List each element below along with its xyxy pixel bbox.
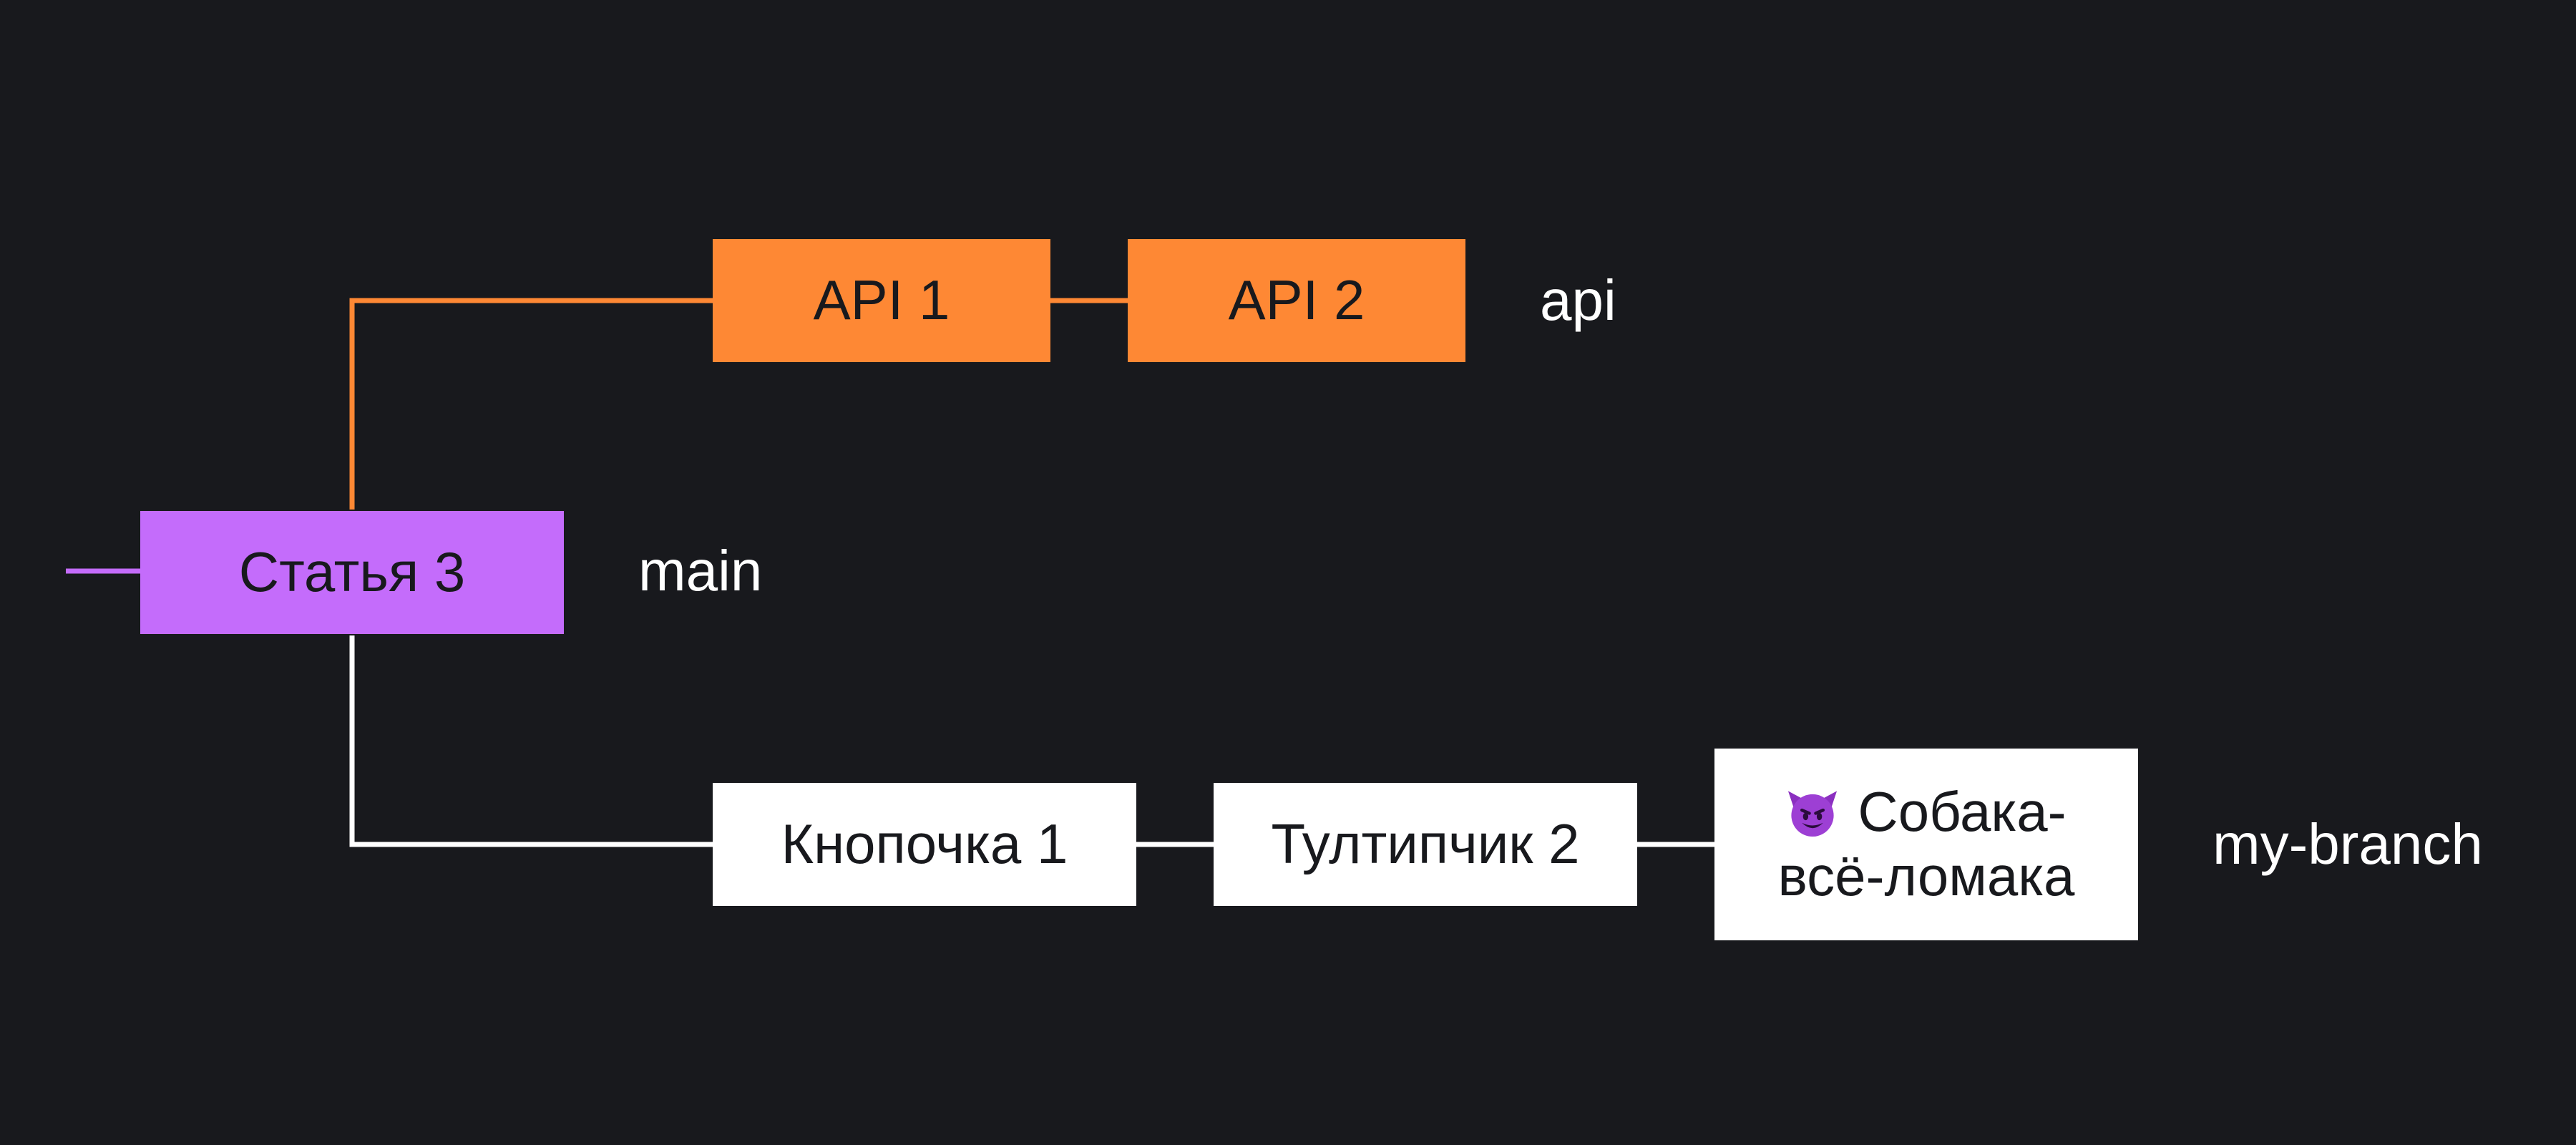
branch-label-my-branch: my-branch [2212, 812, 2483, 876]
api-branch-connector [349, 298, 713, 510]
branch-label-api: api [1540, 268, 1616, 332]
commit-label: API 1 [813, 268, 950, 332]
commit-label: API 2 [1228, 268, 1365, 332]
commit-label-line-2: всё-ломака [1777, 844, 2075, 907]
commit-tooltipchik-2: Тултипчик 2 [1214, 783, 1637, 906]
commit-sobaka-vse-lomaka: Собака- всё-ломака [1714, 749, 2138, 940]
commit-statya-3: Статья 3 [140, 511, 564, 634]
commit-label: Статья 3 [238, 540, 466, 604]
commit-knopochka-1: Кнопочка 1 [713, 783, 1136, 906]
smiling-devil-icon [1788, 791, 1838, 837]
commit-label: Кнопочка 1 [781, 812, 1068, 876]
commit-label: Тултипчик 2 [1271, 812, 1580, 876]
feature-branch-connector [349, 635, 713, 847]
commit-api-2: API 2 [1128, 239, 1465, 362]
commit-api-1: API 1 [713, 239, 1050, 362]
branch-label-main: main [638, 539, 763, 603]
commit-label-line-1: Собака- [1786, 780, 2067, 844]
commit-label-line-1-text: Собака- [1858, 780, 2067, 844]
